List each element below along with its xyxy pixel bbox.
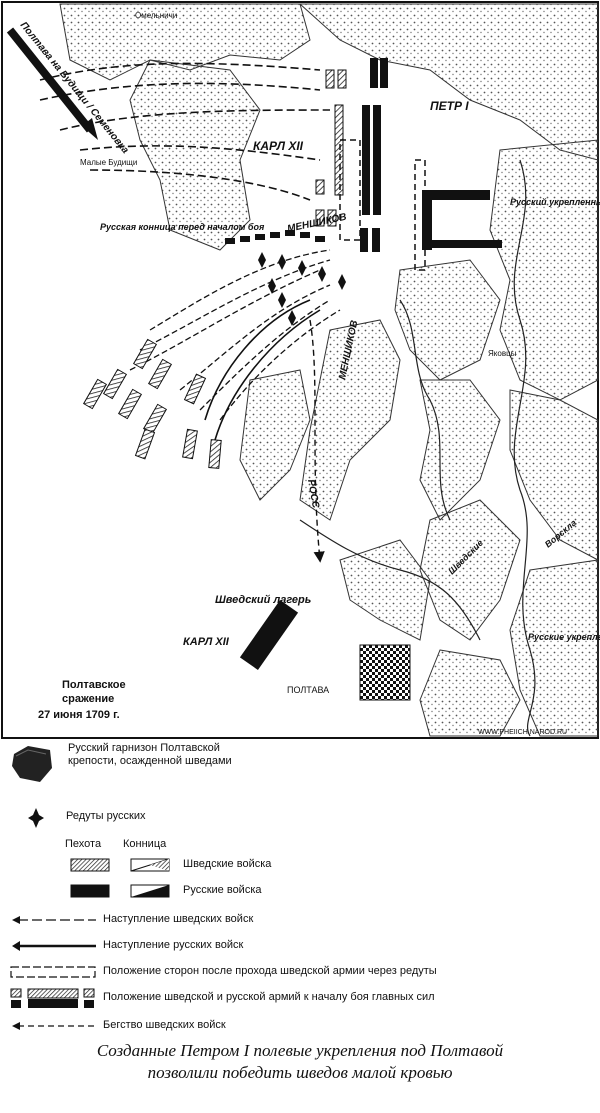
swedish-advance-arrow-icon	[12, 916, 96, 924]
village-yakovtsy: Яковцы	[488, 349, 517, 358]
legend-redoubts-text: Редуты русских	[66, 810, 146, 822]
ross-flight-line	[309, 319, 325, 563]
label-russian-camp: Русский укрепленный лагерь	[510, 197, 600, 207]
flight-arrow-icon	[12, 1022, 96, 1030]
village-omelnichi: Омельничи	[135, 11, 177, 20]
redoubt-icon	[28, 808, 44, 828]
label-swedish-camp: Шведский лагерь	[215, 594, 311, 606]
swedish-camp-block	[239, 600, 299, 670]
caption-line-2: позволили победить шведов малой кровью	[147, 1063, 453, 1082]
swedish-columns	[82, 338, 222, 469]
legend-position-main-text: Положение шведской и русской армий к нач…	[103, 991, 435, 1003]
battle-date: 27 июня 1709 г.	[38, 709, 120, 721]
russian-camp-fort	[422, 190, 502, 250]
legend-swedish-text: Шведские войска	[183, 858, 272, 870]
swedish-advance-lines	[39, 62, 331, 201]
poltava-fortress	[359, 644, 411, 701]
legend-position-after-text: Положение сторон после прохода шведской …	[103, 965, 437, 977]
legend-flight-text: Бегство шведских войск	[103, 1019, 226, 1031]
legend-swedish-advance-text: Наступление шведских войск	[103, 913, 254, 925]
battle-map: Полтава на Будищи / Семеновка Омельничи …	[1, 1, 600, 739]
legend-cavalry-header: Конница	[123, 838, 167, 850]
legend-garrison-text: Русский гарнизон Полтавской крепости, ос…	[68, 742, 232, 767]
label-russian-cavalry: Русская конница перед началом боя	[100, 222, 265, 232]
label-karl-north: КАРЛ XII	[253, 139, 304, 153]
position-after-icon	[10, 966, 96, 978]
forest-areas	[59, 3, 599, 737]
legend-russian-text: Русские войска	[183, 884, 262, 896]
russian-cavalry-swatch	[130, 884, 170, 898]
caption-line-1: Созданные Петром I полевые укрепления по…	[96, 1041, 504, 1060]
battle-title-2: сражение	[62, 693, 114, 705]
legend-infantry-header: Пехота	[65, 838, 102, 850]
legend: Русский гарнизон Полтавской крепости, ос…	[0, 740, 600, 1040]
russian-army-blocks	[360, 58, 388, 252]
label-peter: ПЕТР I	[430, 99, 469, 113]
russian-advance-arrow-icon	[12, 941, 96, 951]
legend-russian-advance-text: Наступление русских войск	[103, 939, 244, 951]
battle-title-1: Полтавское	[62, 679, 126, 691]
garrison-icon	[12, 746, 52, 782]
village-malye-budishchi: Малые Будищи	[80, 158, 137, 167]
position-main-icon	[10, 988, 95, 1008]
watermark: WWW.PHEIICH.NAROD.RU	[478, 729, 567, 736]
swedish-army-blocks	[315, 69, 347, 227]
russian-infantry-swatch	[70, 884, 110, 898]
rivers	[299, 159, 536, 737]
label-poltava: ПОЛТАВА	[287, 685, 329, 695]
figure-caption: Созданные Петром I полевые укрепления по…	[0, 1040, 600, 1084]
label-ross: РОСС	[305, 479, 321, 510]
road-arrow	[6, 27, 98, 140]
swedish-cavalry-swatch	[130, 858, 170, 872]
russian-cavalry-row	[225, 230, 325, 244]
russian-advance-arcs	[204, 299, 321, 441]
swedish-infantry-swatch	[70, 858, 110, 872]
label-rus-fort-south: Русские укрепления	[528, 632, 600, 642]
label-karl-south: КАРЛ XII	[183, 636, 230, 648]
